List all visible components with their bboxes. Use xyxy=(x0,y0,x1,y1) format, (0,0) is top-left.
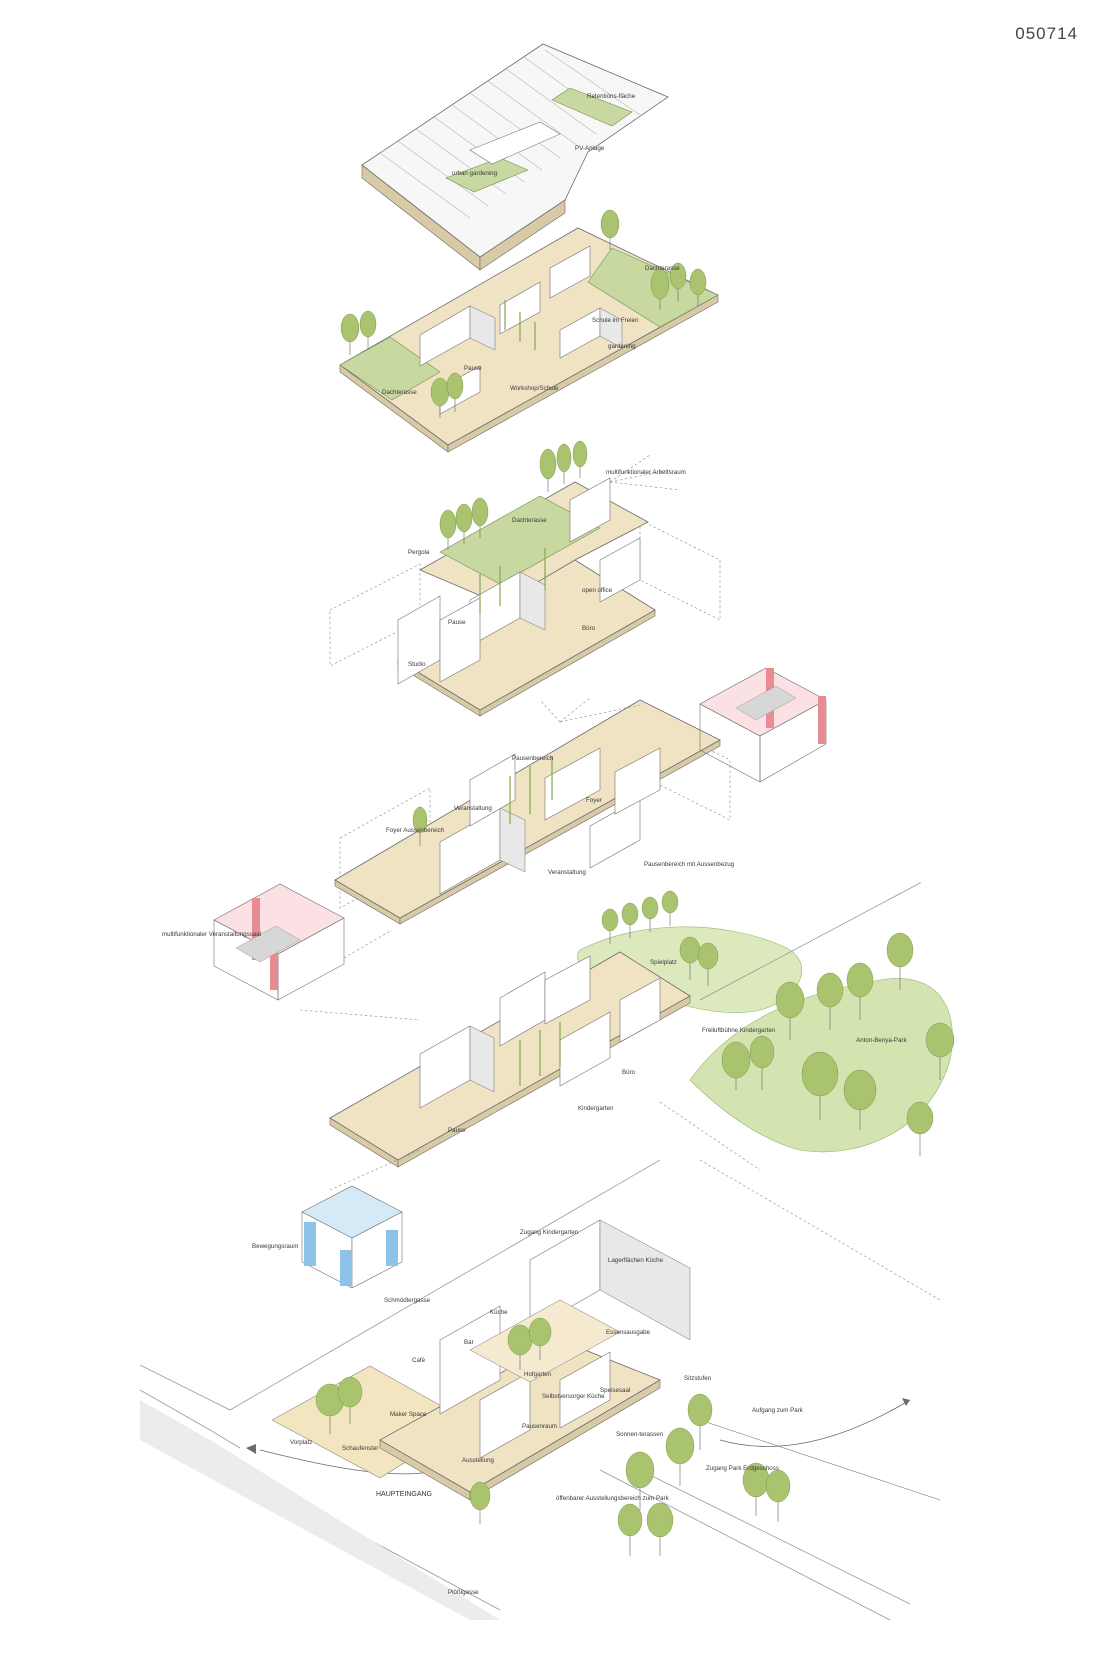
level4-label-workshop: Workshop/Schule xyxy=(510,385,559,392)
level1-label-playground: Spielplatz xyxy=(650,959,677,966)
ground-label-food-counter: Essensausgabe xyxy=(606,1329,651,1336)
level2-label-event-2: Veranstaltung xyxy=(548,869,586,876)
level2-label-event-1: Veranstaltung xyxy=(454,805,492,812)
level1-label-kindergarten: Kindergarten xyxy=(578,1105,614,1112)
ground-label-street-ploesslgasse: Plößlgasse xyxy=(448,1589,479,1596)
level3-trees xyxy=(439,440,588,550)
ground-trees xyxy=(315,1317,791,1556)
level-3: multifunktionaler Arbeitsraum Dachterass… xyxy=(329,440,721,717)
level1-label-office: Büro xyxy=(622,1069,636,1076)
ground-label-break-room: Pausenraum xyxy=(522,1423,557,1430)
ground-label-shop-window: Schaufenster xyxy=(342,1445,378,1452)
roof-label-retention: Retentions-fläche xyxy=(587,93,636,100)
level4-label-roof-terrace-east: Dachterasse xyxy=(645,265,680,272)
connection-lines xyxy=(299,929,941,1301)
movement-room-inset: Bewegungsraum xyxy=(252,1185,403,1289)
ground-label-bar: Bar xyxy=(464,1339,474,1346)
roof-label-urban-gardening: urban gardening xyxy=(452,170,498,177)
ground-label-kindergarten-access: Zugang Kindergarten xyxy=(520,1229,579,1236)
roof-level: Retentions-fläche urban gardening PV-Anl… xyxy=(361,43,669,271)
level2-label-foyer-outdoor: Foyer Aussenbereich xyxy=(386,827,445,834)
level4-label-roof-terrace-west: Dachterasse xyxy=(382,389,417,396)
level3-label-workroom-1: multifunktionaler Arbeitsraum xyxy=(606,469,686,476)
ground-label-cafe: Café xyxy=(412,1357,426,1364)
ground-label-self-catering-kitchen: Selbstversorger Küche xyxy=(542,1393,605,1400)
ground-label-street-schmoedlergasse: Schmödlergasse xyxy=(384,1297,431,1304)
movement-room-label: Bewegungsraum xyxy=(252,1243,298,1250)
ground-label-kitchen-storage: Lagerflächen Küche xyxy=(608,1257,664,1264)
level2-label-break-area: Pausenbereich xyxy=(512,755,554,762)
level-2: Pausenbereich Veranstaltung Foyer Aussen… xyxy=(334,697,735,925)
ground-label-seating-steps: Sitzstufen xyxy=(684,1375,712,1382)
ground-label-sun-terraces: Sonnen-terassen xyxy=(616,1431,664,1438)
level-1: Spielplatz Freiluftbühne Kindergarten An… xyxy=(329,882,955,1168)
event-hall-inset-upper xyxy=(699,667,827,783)
level-4: Dachterasse Schule im Freien gardening P… xyxy=(339,209,719,453)
level4-label-break: Pause xyxy=(464,365,482,372)
level1-label-stage: Freiluftbühne Kindergarten xyxy=(702,1027,776,1034)
level3-label-open-office: open office xyxy=(582,587,613,594)
level1-label-break: Pause xyxy=(448,1127,466,1134)
ground-label-park-access: Zugang Park Erdgeschoss xyxy=(706,1465,779,1472)
level2-label-break-outdoor: Pausenbereich mit Aussenbezug xyxy=(644,861,735,868)
level1-label-park: Anton-Benya-Park xyxy=(856,1037,907,1044)
ground-label-courtyard: Hofgarten xyxy=(524,1371,552,1378)
level2-label-foyer: Foyer xyxy=(586,797,602,804)
level3-label-break: Pause xyxy=(448,619,466,626)
level3-label-studio: Studio xyxy=(408,661,426,668)
ground-label-main-entrance: HAUPTEINGANG xyxy=(376,1491,432,1498)
ground-label-park-stairs: Aufgang zum Park xyxy=(752,1407,804,1414)
ground-label-openable-exhibition: öffenbarer Ausstellungsbereich zum Park xyxy=(556,1495,670,1502)
level3-label-roof-terrace: Dachterasse xyxy=(512,517,547,524)
level3-label-pergola: Pergola xyxy=(408,549,430,556)
event-hall-inset-lower: multifunktionaler Veranstaltungssaal xyxy=(162,883,345,1001)
ground-label-maker-space: Maker Space xyxy=(390,1411,427,1418)
park-trees xyxy=(601,890,955,1156)
level4-label-gardening: gardening xyxy=(608,343,636,350)
ground-label-kitchen: Küche xyxy=(490,1309,508,1316)
level4-trees xyxy=(340,209,707,418)
ground-level: Zugang Kindergarten Lagerflächen Küche S… xyxy=(139,1159,941,1621)
ground-label-dining-hall: Speisesaal xyxy=(600,1387,630,1394)
level3-label-office: Büro xyxy=(582,625,596,632)
ground-label-forecourt: Vorplatz xyxy=(290,1439,312,1446)
roof-label-pv: PV-Anlage xyxy=(575,145,605,152)
sheet-code: 050714 xyxy=(1015,24,1078,43)
event-hall-label: multifunktionaler Veranstaltungssaal xyxy=(162,931,261,938)
ground-label-exhibition: Ausstellung xyxy=(462,1457,495,1464)
level4-label-outdoor-school: Schule im Freien xyxy=(592,317,639,324)
